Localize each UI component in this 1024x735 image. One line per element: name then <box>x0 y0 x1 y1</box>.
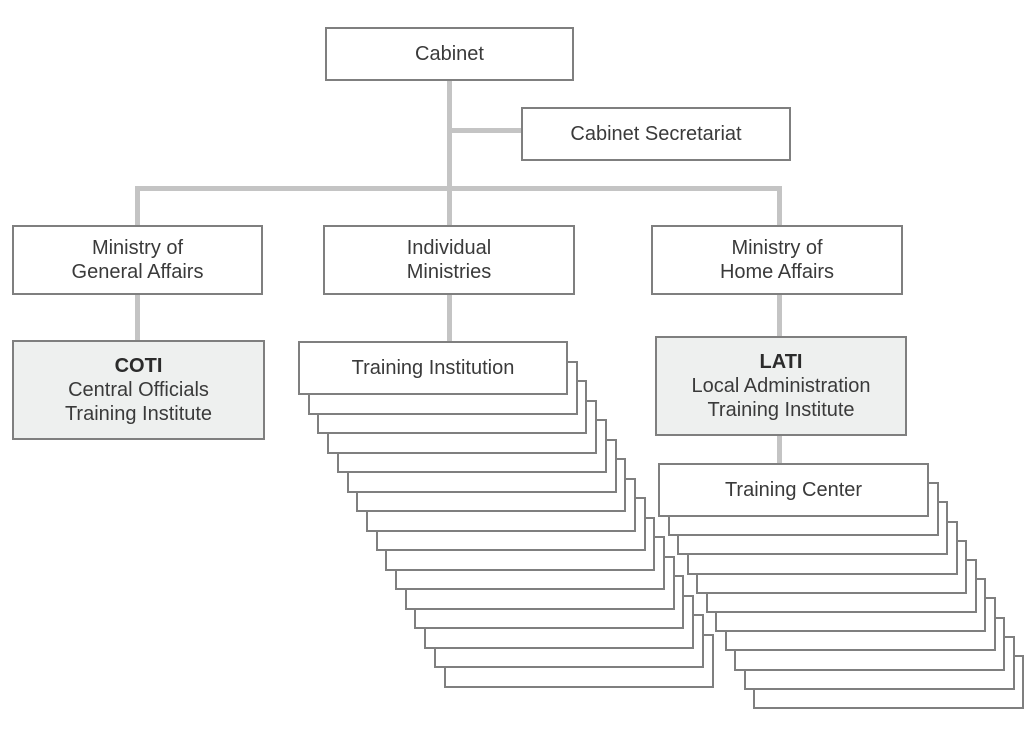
connector-to-home-affairs <box>777 186 782 228</box>
ministry-home-affairs-line1: Ministry of <box>731 237 823 259</box>
cabinet-label: Cabinet <box>415 43 484 65</box>
training-center-label: Training Center <box>724 479 863 501</box>
ministry-general-affairs-box: Ministry of General Affairs <box>12 225 263 295</box>
coti-box: COTI Central Officials Training Institut… <box>12 340 265 440</box>
lati-box: LATI Local Administration Training Insti… <box>655 336 907 436</box>
coti-line2: Training Institute <box>64 403 213 425</box>
cabinet-secretariat-box: Cabinet Secretariat <box>521 107 791 161</box>
connector-to-individual-ministries <box>447 186 452 228</box>
connector-secretariat <box>447 128 523 133</box>
training-institution-label: Training Institution <box>351 357 515 379</box>
lati-abbr: LATI <box>759 351 803 373</box>
coti-line1: Central Officials <box>68 379 209 401</box>
connector-home-to-lati <box>777 293 782 339</box>
connector-ministries-to-institution <box>447 293 452 343</box>
individual-ministries-line2: Ministries <box>406 261 492 283</box>
connector-general-to-coti <box>135 293 140 343</box>
coti-abbr: COTI <box>114 355 163 377</box>
lati-line2: Training Institute <box>707 399 855 421</box>
ministry-general-affairs-line1: Ministry of <box>91 237 184 259</box>
training-institution-box: Training Institution <box>298 341 568 395</box>
individual-ministries-box: Individual Ministries <box>323 225 575 295</box>
connector-lati-to-center <box>777 435 782 465</box>
connector-to-general-affairs <box>135 186 140 228</box>
lati-line1: Local Administration <box>691 375 871 397</box>
cabinet-box: Cabinet <box>325 27 574 81</box>
ministry-general-affairs-line2: General Affairs <box>71 261 204 283</box>
connector-cabinet-trunk <box>447 80 452 194</box>
individual-ministries-line1: Individual <box>406 237 492 259</box>
training-center-box: Training Center <box>658 463 929 517</box>
ministry-home-affairs-box: Ministry of Home Affairs <box>651 225 903 295</box>
connector-horizontal-bus <box>135 186 782 191</box>
ministry-home-affairs-line2: Home Affairs <box>719 261 835 283</box>
cabinet-secretariat-label: Cabinet Secretariat <box>570 123 742 145</box>
